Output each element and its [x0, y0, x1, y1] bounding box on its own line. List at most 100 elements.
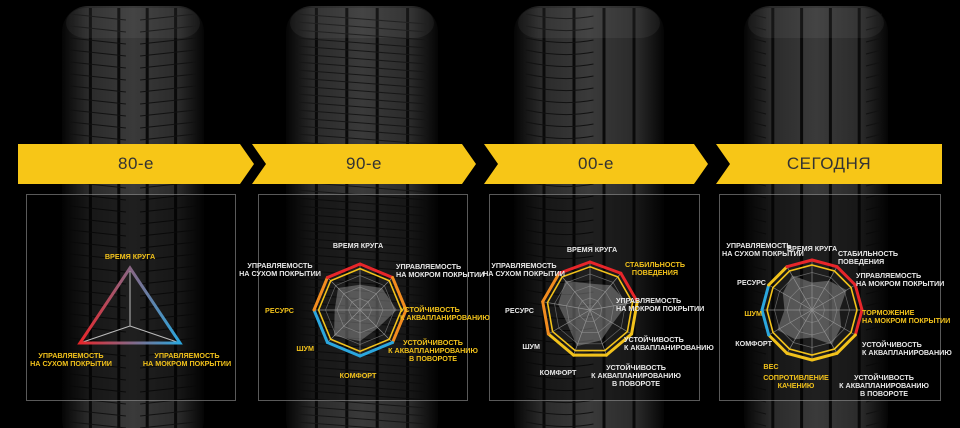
tire-sipe	[749, 61, 767, 67]
radar-grid-ring	[577, 297, 603, 322]
label-80s-dry-handling: УПРАВЛЯЕМОСТЬ НА СУХОМ ПОКРЫТИИ	[30, 351, 112, 369]
label-80s-lap-time: ВРЕМЯ КРУГА	[104, 252, 156, 261]
tire-sipe	[140, 13, 197, 21]
tire-sipe	[295, 133, 429, 145]
tire-sipe	[525, 337, 594, 344]
tire-sipe	[865, 193, 883, 199]
radar-edge	[835, 265, 857, 287]
tire-sipe	[525, 85, 594, 92]
radar-edge	[785, 258, 814, 269]
label-today-noise: ШУМ	[744, 309, 762, 318]
tire-sipe	[525, 49, 594, 56]
tire-sipe	[140, 121, 197, 129]
tire-sipe	[865, 229, 883, 235]
tire-sipe	[140, 373, 197, 381]
tire-sipe	[140, 349, 197, 357]
radar-axis	[359, 277, 393, 311]
tire-sipe	[865, 397, 883, 403]
tire-sipe	[140, 85, 197, 93]
tire-sipe	[140, 241, 197, 249]
label-today-resource: РЕСУРС	[737, 278, 766, 287]
tire-sipe	[865, 253, 883, 259]
tire-sipe	[295, 253, 429, 265]
tire-sipe	[140, 409, 197, 417]
tire-sipe	[749, 337, 767, 343]
tire-sipe	[749, 121, 767, 127]
tire-sipe	[525, 13, 594, 20]
radar-edge	[541, 300, 550, 336]
tire-sipe	[749, 421, 767, 427]
tire-sipe	[295, 101, 429, 113]
radar-edge	[853, 283, 864, 312]
label-today-aquaplaning: УСТОЙЧИВОСТЬ К АКВАПЛАНИРОВАНИЮ	[862, 340, 952, 358]
radar-axis	[589, 309, 632, 335]
tire-sipe	[525, 97, 594, 104]
label-90s-noise: ШУМ	[296, 344, 314, 353]
tire-sipe	[865, 421, 883, 427]
radar-axis	[768, 309, 813, 336]
tire-sipe	[295, 205, 429, 217]
label-today-stability: СТАБИЛЬНОСТЬ ПОВЕДЕНИЯ	[838, 249, 899, 267]
tire-sipe	[865, 121, 883, 127]
label-90s-wet-handling: УПРАВЛЯЕМОСТЬ НА МОКРОМ ПОКРЫТИИ	[396, 262, 485, 280]
tire-sipe	[140, 109, 197, 117]
tire-sipe	[69, 49, 126, 57]
radar-edge	[630, 300, 639, 336]
tire-sipe	[295, 365, 429, 377]
tire-sipe	[749, 217, 767, 223]
era-banner-00s: 00-е	[484, 144, 708, 184]
tire-sipe	[140, 133, 197, 141]
label-00s-wet-handling: УПРАВЛЯЕМОСТЬ НА МОКРОМ ПОКРЫТИИ	[616, 296, 705, 314]
tire-sipe	[69, 241, 126, 249]
label-90s-aquaplaning-corner: УСТОЙЧИВОСТЬ К АКВАПЛАНИРОВАНИЮ В ПОВОРО…	[388, 338, 478, 364]
radar-edge	[546, 332, 576, 357]
label-today-aquaplaning-corner: УСТОЙЧИВОСТЬ К АКВАПЛАНИРОВАНИЮ В ПОВОРО…	[839, 373, 929, 399]
tire-sipe	[140, 265, 197, 273]
tire-sipe	[749, 109, 767, 115]
radar-edge	[541, 271, 561, 304]
tire-sipe	[525, 385, 594, 392]
tire-sipe	[525, 409, 594, 416]
tire-sipe	[749, 253, 767, 259]
label-00s-resource: РЕСУРС	[505, 306, 534, 315]
tire-sipe	[140, 385, 197, 393]
tire-sipe	[865, 409, 883, 415]
tire-sipe	[140, 325, 197, 333]
tire-sipe	[525, 229, 594, 236]
era-title-today: СЕГОДНЯ	[786, 154, 872, 173]
tire-sipe	[749, 25, 767, 31]
tire-sipe	[749, 229, 767, 235]
tire-sipe	[749, 205, 767, 211]
tire-sipe	[295, 333, 429, 345]
tire-sipe	[295, 325, 429, 337]
radar-shaded-area	[334, 284, 397, 342]
tire-sipe	[865, 349, 883, 355]
tire-sipe	[69, 13, 126, 21]
tire-sipe	[69, 349, 126, 357]
tire-sipe	[295, 309, 429, 321]
tire-sipe	[69, 25, 126, 33]
radar-edge	[358, 262, 395, 279]
tire-sipe	[749, 13, 767, 19]
tire-sipe	[140, 229, 197, 237]
tire-sipe	[69, 385, 126, 393]
tire-sipe	[295, 229, 429, 241]
tire-sipe	[69, 133, 126, 141]
tire-sipe	[295, 109, 429, 121]
tire-sipe	[140, 97, 197, 105]
tire-sipe	[865, 61, 883, 67]
label-today-wet-braking: ТОРМОЖЕНИЕ НА МОКРОМ ПОКРЫТИИ	[862, 308, 951, 326]
tire-sipe	[749, 97, 767, 103]
tire-sipe	[69, 265, 126, 273]
radar-axis	[359, 309, 393, 343]
tire-sipe	[295, 277, 429, 289]
tire-sipe	[140, 37, 197, 45]
tire-sipe	[749, 193, 767, 199]
tire-sipe	[69, 193, 126, 201]
era-title-00s: 00-е	[577, 154, 615, 173]
radar-edge	[760, 308, 771, 337]
panel-80s	[26, 194, 236, 401]
tire-sipe	[295, 389, 429, 401]
